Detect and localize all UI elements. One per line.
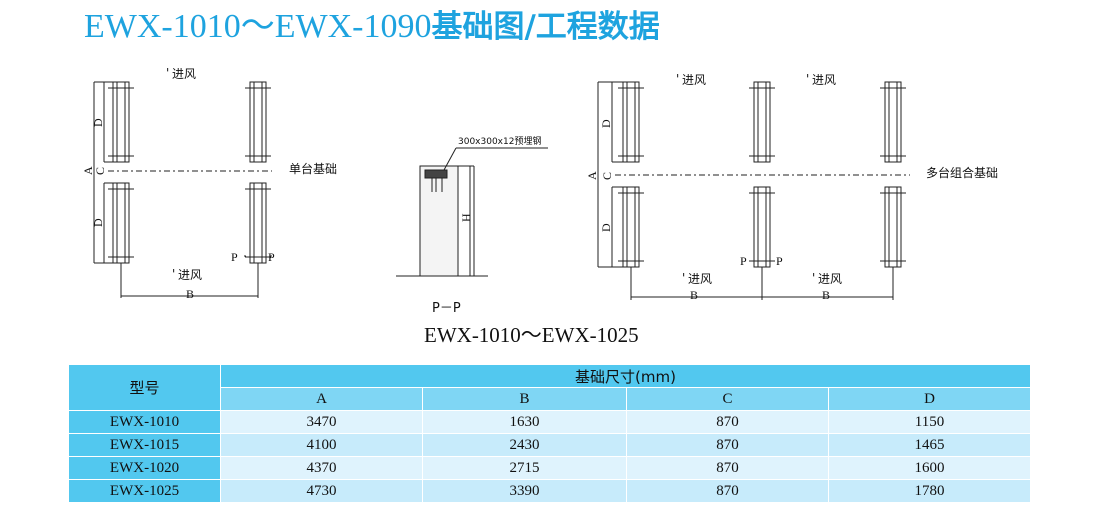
size-header-label: 基础尺寸(mm) [575, 367, 676, 386]
dim-b-label: B [822, 288, 830, 302]
multi-foundation-label: 多台组合基础 [926, 165, 998, 180]
value-cell: 3390 [422, 479, 627, 503]
beam [753, 81, 771, 163]
table-row: EWX-1010 3470 1630 870 1150 [68, 410, 1031, 434]
section-mark-right: P [776, 254, 783, 268]
inlet-tick: ' [812, 271, 815, 285]
inlet-label: 进风 [818, 272, 842, 286]
dim-c-label: C [600, 172, 614, 180]
inlet-label: 进风 [812, 73, 836, 87]
value-cell: 1600 [828, 456, 1031, 480]
single-foundation-plan [93, 81, 272, 298]
section-mark-left: P [740, 254, 747, 268]
beam [112, 182, 130, 264]
value-cell: 1150 [828, 410, 1031, 434]
model-cell: EWX-1025 [68, 479, 221, 503]
title-prefix: EWX-1010～EWX-1090 [84, 8, 432, 45]
dim-a-label: A [585, 171, 599, 180]
section-p-p-label: P－P [432, 301, 461, 316]
model-cell: EWX-1010 [68, 410, 221, 434]
value-cell: 2430 [422, 433, 627, 457]
table-row: EWX-1015 4100 2430 870 1465 [68, 433, 1031, 457]
foundation-drawing: 进风 ' 进风 ' 单台基础 B P P A C D D 300x300x12预… [81, 66, 998, 316]
inlet-label: 进风 [682, 73, 706, 87]
column-header-d: D [828, 387, 1031, 411]
value-cell: 2715 [422, 456, 627, 480]
size-header: 基础尺寸(mm) [220, 364, 1031, 388]
single-foundation-label: 单台基础 [289, 161, 337, 176]
value-cell: 1465 [828, 433, 1031, 457]
beam [622, 186, 640, 268]
beam [112, 81, 130, 163]
model-cell: EWX-1020 [68, 456, 221, 480]
dim-d-label: D [599, 119, 613, 128]
embedded-plate [424, 169, 448, 179]
column-header-c: C [626, 387, 829, 411]
inlet-tick: ' [676, 72, 679, 86]
drawing-subtitle: EWX-1010～EWX-1025 [424, 323, 639, 347]
value-cell: 870 [626, 433, 829, 457]
concrete-pier [419, 165, 459, 277]
value-cell: 4730 [220, 479, 423, 503]
table-row: EWX-1020 4370 2715 870 1600 [68, 456, 1031, 480]
inlet-label: 进风 [688, 272, 712, 286]
value-cell: 4370 [220, 456, 423, 480]
multi-foundation-plan [597, 81, 910, 300]
dim-d-label: D [91, 118, 105, 127]
beam [249, 182, 267, 264]
table-row: EWX-1025 4730 3390 870 1780 [68, 479, 1031, 503]
dim-c-label: C [93, 167, 107, 175]
beam [884, 186, 902, 268]
dim-b-label: B [186, 287, 194, 301]
dim-d-label: D [91, 218, 105, 227]
beam [622, 81, 640, 163]
model-cell: EWX-1015 [68, 433, 221, 457]
inlet-tick: ' [166, 66, 169, 80]
value-cell: 1780 [828, 479, 1031, 503]
inlet-label: 进风 [172, 67, 196, 81]
inlet-tick: ' [682, 271, 685, 285]
section-mark-right: P [268, 250, 275, 264]
column-header-a: A [220, 387, 423, 411]
inlet-label: 进风 [178, 268, 202, 282]
beam [753, 186, 771, 268]
column-header-b: B [422, 387, 627, 411]
section-mark-left: P [231, 250, 238, 264]
value-cell: 870 [626, 479, 829, 503]
value-cell: 870 [626, 456, 829, 480]
foundation-data-table: 型号 基础尺寸(mm) A B C D EWX-1010 3470 1630 8… [68, 364, 1031, 503]
value-cell: 1630 [422, 410, 627, 434]
beam [249, 81, 267, 163]
inlet-tick: ' [806, 72, 809, 86]
value-cell: 3470 [220, 410, 423, 434]
dim-b-label: B [690, 288, 698, 302]
embedded-steel-label: 300x300x12预埋钢 [458, 135, 541, 147]
beam [884, 81, 902, 163]
inlet-tick: ' [172, 267, 175, 281]
value-cell: 4100 [220, 433, 423, 457]
title-suffix: 基础图/工程数据 [431, 9, 660, 45]
dim-h-label: H [459, 213, 473, 222]
dim-a-label: A [81, 166, 95, 175]
value-cell: 870 [626, 410, 829, 434]
dim-d-label: D [599, 223, 613, 232]
section-p-p [396, 147, 548, 277]
model-header: 型号 [68, 364, 221, 411]
page-title: EWX-1010～EWX-1090基础图/工程数据 [84, 4, 660, 50]
